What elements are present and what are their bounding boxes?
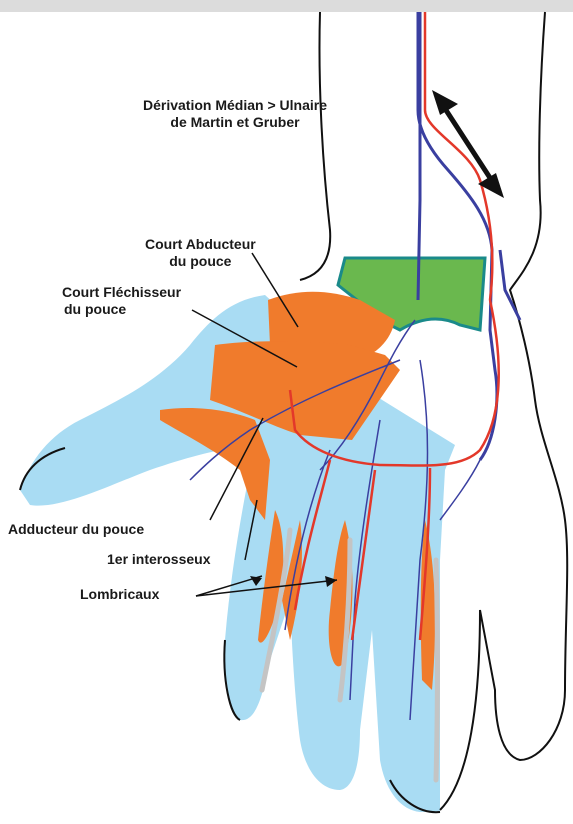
- double-arrow-icon: [432, 90, 504, 198]
- label-abducteur-line1: Court Abducteur: [145, 236, 256, 253]
- label-court-flechisseur: Court Fléchisseur du pouce: [62, 284, 181, 318]
- label-lombricaux: Lombricaux: [80, 586, 159, 603]
- label-adducteur-pouce: Adducteur du pouce: [8, 521, 144, 538]
- median-nerve: [418, 12, 520, 460]
- label-flechisseur-line1: Court Fléchisseur: [62, 284, 181, 301]
- label-abducteur-line2: du pouce: [145, 253, 256, 270]
- label-derivation-line1: Dérivation Médian > Ulnaire: [143, 97, 327, 114]
- label-derivation-line2: de Martin et Gruber: [143, 114, 327, 131]
- label-derivation-martin-gruber: Dérivation Médian > Ulnaire de Martin et…: [143, 97, 327, 131]
- label-premier-interosseux: 1er interosseux: [107, 551, 211, 568]
- label-court-abducteur: Court Abducteur du pouce: [145, 236, 256, 270]
- label-flechisseur-line2: du pouce: [62, 301, 181, 318]
